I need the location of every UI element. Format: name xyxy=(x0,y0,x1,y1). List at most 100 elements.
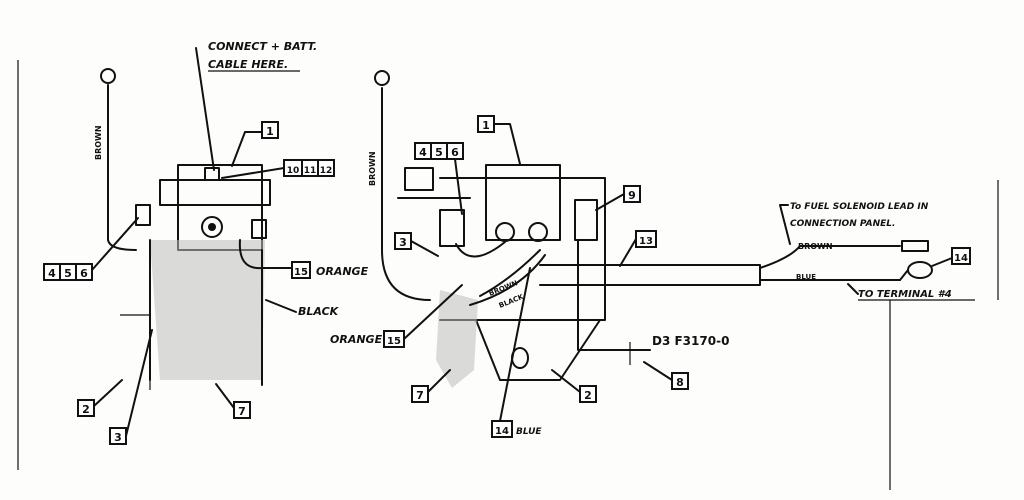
callout-box xyxy=(233,401,251,419)
callout-left-15: 15 xyxy=(294,267,308,278)
callout-left-6: 6 xyxy=(80,267,88,280)
leader-left-4-5-6 xyxy=(91,217,139,271)
callout-left-2: 2 xyxy=(82,403,90,416)
left-ring-terminal xyxy=(100,68,116,84)
callout-right-3: 3 xyxy=(399,236,407,249)
connect-leader xyxy=(195,47,215,171)
fuel-note-line2: CONNECTION PANEL. xyxy=(790,219,895,229)
callout-right-8: 8 xyxy=(676,376,684,389)
right-terminal-a xyxy=(495,222,515,242)
brown-lead xyxy=(759,245,901,269)
leader-right-1 xyxy=(493,123,521,165)
connect-note-line1: CONNECT + BATT. xyxy=(208,40,317,53)
left-motor-shading xyxy=(150,240,265,380)
left-right-terminal xyxy=(251,219,267,239)
left-solenoid-assembly xyxy=(100,68,293,390)
callout-box xyxy=(291,261,311,279)
left-mount-plate xyxy=(159,179,271,206)
leader-left-3 xyxy=(125,329,153,437)
brown-spade-terminal xyxy=(901,240,929,252)
right-motor-shading xyxy=(436,290,478,388)
right-terminal-b xyxy=(528,222,548,242)
leader-right-4-5-6 xyxy=(454,158,463,215)
leader-right-3 xyxy=(410,240,439,257)
right-bracket-rod xyxy=(577,239,651,351)
callout-right-13: 13 xyxy=(639,236,653,247)
callout-box xyxy=(261,121,279,139)
left-center-stud xyxy=(201,216,223,238)
callout-box xyxy=(75,263,93,281)
leader-left-10-11-12 xyxy=(221,167,285,179)
callout-left-5: 5 xyxy=(64,267,72,280)
drawing-code: D3 F3170-0 xyxy=(652,334,729,348)
leader-right-2 xyxy=(551,369,581,393)
left-orange-label: ORANGE xyxy=(316,265,369,278)
right-ring-terminal xyxy=(374,70,390,86)
leader-left-7 xyxy=(215,383,235,409)
callout-left-12: 12 xyxy=(320,166,333,176)
leader-left-black xyxy=(265,299,297,313)
leader-left-1 xyxy=(231,131,263,167)
leader-right-7 xyxy=(427,369,451,393)
callout-left-7: 7 xyxy=(238,405,246,418)
left-black-label: BLACK xyxy=(298,305,340,318)
leader-right-14b xyxy=(499,267,531,422)
left-orange-wire xyxy=(238,239,293,270)
left-top-terminal xyxy=(204,167,220,181)
right-blue-label: BLUE xyxy=(516,427,542,437)
leader-fuel-note xyxy=(779,204,791,245)
callout-left-11: 11 xyxy=(304,166,317,176)
callout-box xyxy=(491,420,513,438)
leader-right-14a xyxy=(931,257,953,267)
right-brown-harness-wire xyxy=(469,254,546,306)
right-solenoid-assembly xyxy=(374,70,933,388)
leader-right-8 xyxy=(643,361,673,381)
callout-left-3: 3 xyxy=(114,431,122,444)
callout-box xyxy=(411,385,429,403)
fuel-note-line1: To FUEL SOLENOID LEAD IN xyxy=(790,202,929,212)
left-brown-wire xyxy=(107,84,137,251)
callout-right-14a: 14 xyxy=(954,253,968,264)
callout-right-1: 1 xyxy=(482,119,490,132)
harness-sleeve xyxy=(539,264,761,286)
callout-right-15: 15 xyxy=(387,336,401,347)
callout-box xyxy=(317,159,335,177)
leader-to-terminal xyxy=(847,283,859,295)
right-brown-wire xyxy=(381,87,431,301)
left-side-terminal xyxy=(135,204,151,226)
callout-box xyxy=(671,372,689,390)
blue-lead-label: BLUE xyxy=(796,273,816,281)
callout-right-6: 6 xyxy=(451,146,459,159)
right-orange-wire xyxy=(455,241,506,258)
callout-left-10: 10 xyxy=(287,166,300,176)
leader-right-15 xyxy=(403,284,463,340)
leader-right-9 xyxy=(595,193,625,211)
right-black-wire-label: BLACK xyxy=(498,293,525,310)
right-left-stack xyxy=(439,209,465,247)
leader-left-2 xyxy=(93,379,123,407)
callout-right-14b: 14 xyxy=(495,426,509,437)
callout-left-1: 1 xyxy=(266,125,274,138)
callout-right-7: 7 xyxy=(416,389,424,402)
blue-terminal-neck xyxy=(899,269,909,281)
leader-right-13 xyxy=(619,238,637,267)
right-top-post xyxy=(404,167,434,191)
right-solenoid-body xyxy=(485,164,561,241)
brown-lead-label: BROWN xyxy=(798,242,833,251)
right-right-stack xyxy=(574,199,598,241)
right-mount-plate xyxy=(439,177,606,321)
left-brown-label: BROWN xyxy=(94,125,103,160)
right-brown-label: BROWN xyxy=(368,151,377,186)
callout-left-4: 4 xyxy=(48,267,56,280)
callout-right-2: 2 xyxy=(584,389,592,402)
left-center-nut xyxy=(208,223,216,231)
callout-box xyxy=(77,399,95,417)
blue-ring-terminal xyxy=(907,261,933,279)
to-terminal-note: TO TERMINAL #4 xyxy=(858,289,952,300)
right-orange-label: ORANGE xyxy=(330,333,383,346)
callout-right-4: 4 xyxy=(419,146,427,159)
callout-right-5: 5 xyxy=(435,146,443,159)
connect-note-line2: CABLE HERE. xyxy=(208,58,288,71)
